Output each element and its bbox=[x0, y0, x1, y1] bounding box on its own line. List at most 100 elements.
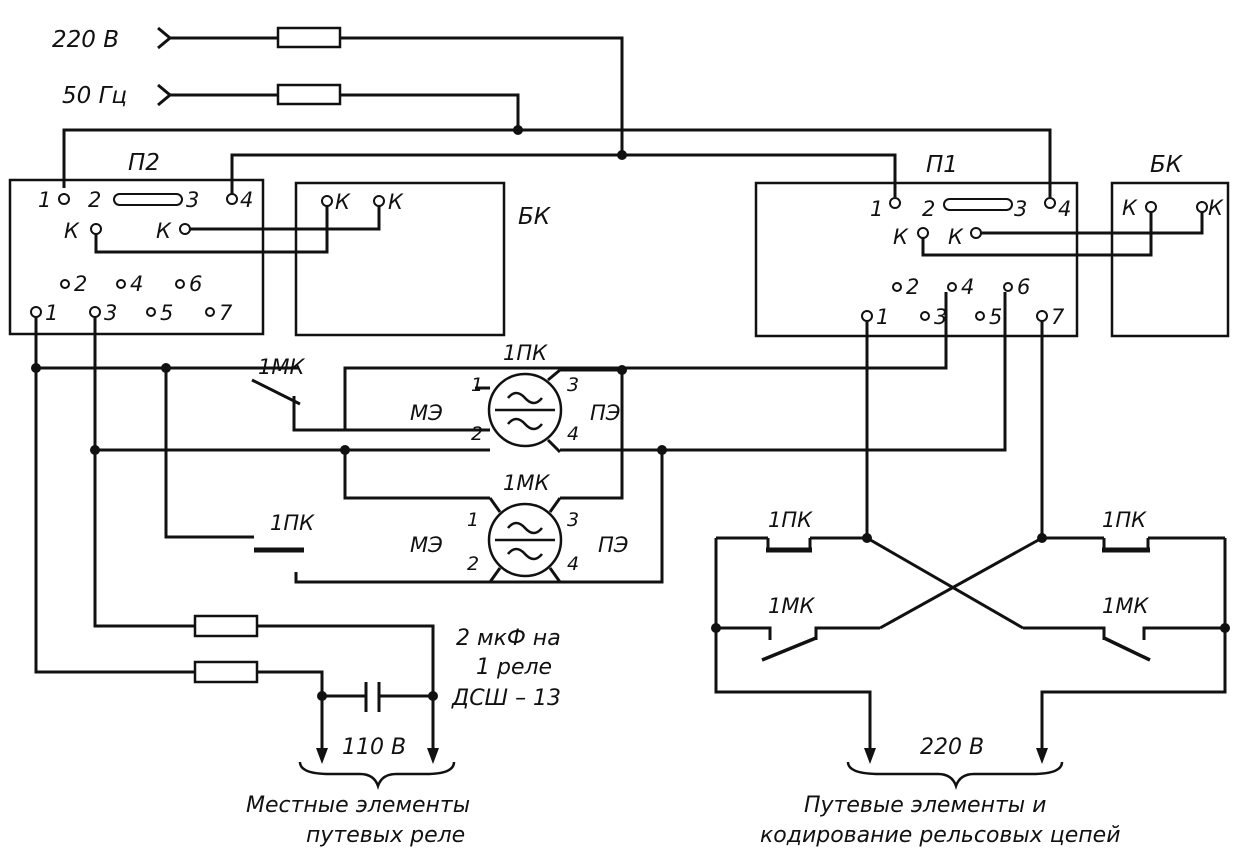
bus-a bbox=[62, 128, 1052, 197]
junction bbox=[617, 365, 627, 375]
block-p1: П1 1 2 3 4 К К 2 4 6 1 3 5 7 bbox=[754, 152, 1079, 338]
terminal-label: 2 bbox=[906, 275, 919, 299]
terminal bbox=[975, 311, 985, 321]
terminal bbox=[373, 195, 385, 207]
wire-right-outer bbox=[1040, 538, 1227, 756]
terminal bbox=[226, 193, 238, 205]
local-supply: 2 мкФ на 1 реле ДСШ – 13 110 В Местные э… bbox=[193, 614, 561, 848]
fuse-local-2 bbox=[193, 660, 259, 684]
track-caption-line1: Путевые элементы и bbox=[804, 793, 1046, 818]
junction bbox=[617, 150, 627, 160]
junction bbox=[340, 445, 350, 455]
terminal-label: 1 bbox=[45, 301, 58, 325]
terminal bbox=[970, 227, 982, 239]
wire-1mk-to-p1-4 bbox=[292, 292, 948, 432]
terminal bbox=[30, 306, 42, 318]
contact-1mk-right-blade bbox=[1103, 636, 1151, 662]
bus-b bbox=[230, 153, 897, 197]
ac-symbol bbox=[507, 521, 543, 535]
junction bbox=[1220, 623, 1230, 633]
contact-1mk-label: 1МК bbox=[1102, 594, 1149, 618]
coil-terminal-label: 3 bbox=[567, 509, 579, 531]
terminal bbox=[146, 307, 156, 317]
jumper-link bbox=[943, 198, 1013, 211]
relay-1mk: 1МК 1 2 3 4 МЭ ПЭ bbox=[410, 471, 629, 583]
wire-pe-link bbox=[560, 368, 624, 500]
wire-50hz bbox=[170, 93, 520, 130]
capacitor-note-line1: 2 мкФ на bbox=[456, 626, 561, 651]
coil-terminal-label: 2 bbox=[471, 423, 483, 445]
relay-leads-left bbox=[475, 386, 490, 432]
terminal bbox=[90, 223, 102, 235]
coil-terminal-label: 2 bbox=[467, 553, 479, 575]
terminal-label: К bbox=[156, 219, 172, 243]
relay-1mk-label: 1МК bbox=[503, 471, 550, 495]
terminal-label: 3 bbox=[1014, 197, 1027, 221]
wire-to-p1-6 bbox=[560, 292, 1007, 452]
block-bk-left-label: БК bbox=[518, 204, 552, 230]
fuse-top-1 bbox=[276, 26, 342, 49]
block-bk-left: БК К К bbox=[94, 181, 552, 337]
terminal-label: 4 bbox=[240, 188, 253, 212]
main-wiring bbox=[31, 292, 1007, 674]
wire-k-loop-inner bbox=[190, 206, 381, 231]
terminal bbox=[1196, 201, 1208, 213]
brace bbox=[846, 761, 1064, 790]
arrow-down-icon bbox=[427, 748, 439, 764]
block-p2: П2 1 2 3 4 К К 2 4 6 1 3 5 7 bbox=[8, 150, 265, 336]
input-50hz-label: 50 Гц bbox=[62, 83, 127, 109]
relay-1pk-label: 1ПК bbox=[503, 341, 548, 365]
junction bbox=[862, 533, 872, 543]
ac-symbol bbox=[507, 391, 543, 405]
arrow-down-icon bbox=[316, 748, 328, 764]
wire-p2-1 bbox=[34, 317, 195, 674]
terminal bbox=[861, 310, 873, 322]
junction bbox=[711, 623, 721, 633]
contact-1pk-label: 1ПК bbox=[768, 508, 813, 532]
junction bbox=[657, 445, 667, 455]
terminal bbox=[205, 307, 215, 317]
input-arrow-2 bbox=[157, 83, 173, 107]
wire-1pk-contact-lower bbox=[294, 450, 664, 584]
junction bbox=[31, 363, 41, 373]
input-feed: 220 В 50 Гц bbox=[52, 26, 1052, 197]
terminal bbox=[1044, 197, 1056, 209]
block-p1-label: П1 bbox=[926, 152, 958, 178]
terminal-label: 1 bbox=[870, 197, 883, 221]
relay-me-label: МЭ bbox=[410, 401, 443, 425]
track-supply: 1ПК 1ПК 1МК 1МК 220 В Путевые элементы и… bbox=[711, 321, 1230, 848]
terminal-label: К bbox=[1122, 196, 1138, 220]
coil-terminal-label: 4 bbox=[567, 423, 579, 445]
junction bbox=[317, 691, 327, 701]
terminal-label: К bbox=[388, 190, 404, 214]
block-bk-right: БК К К bbox=[921, 152, 1230, 338]
contact-1mk-left-blade bbox=[761, 636, 817, 662]
relay-leads-right bbox=[548, 497, 562, 583]
terminal bbox=[1003, 282, 1013, 292]
terminal-label: 2 bbox=[922, 197, 935, 221]
junction bbox=[428, 691, 438, 701]
wire-left-outer bbox=[714, 538, 872, 756]
contact-1mk-blade bbox=[251, 378, 301, 406]
block-p2-frame bbox=[8, 178, 265, 336]
block-bk-right-label: БК bbox=[1150, 152, 1184, 178]
local-caption-line1: Местные элементы bbox=[246, 793, 470, 818]
coil-terminal-label: 1 bbox=[471, 374, 483, 396]
contact-1mk-label: 1МК bbox=[768, 594, 815, 618]
junction bbox=[1037, 533, 1047, 543]
relay-pe-label: ПЭ bbox=[598, 533, 629, 557]
relay-1pk: 1ПК 1 2 3 4 МЭ ПЭ bbox=[410, 341, 621, 454]
terminal-label: К bbox=[948, 225, 964, 249]
local-voltage-label: 110 В bbox=[342, 735, 406, 760]
brace bbox=[298, 761, 456, 790]
wire-k-loop-inner-right bbox=[981, 212, 1204, 235]
terminal bbox=[60, 279, 70, 289]
terminal-label: 5 bbox=[160, 301, 173, 325]
terminal-label: 3 bbox=[104, 301, 117, 325]
terminal-label: 4 bbox=[1058, 197, 1071, 221]
wire-cross bbox=[866, 536, 1043, 630]
terminal-label: 7 bbox=[1051, 305, 1065, 329]
terminal-label: К bbox=[893, 225, 909, 249]
terminal-label: К bbox=[64, 219, 80, 243]
terminal-label: 4 bbox=[130, 272, 143, 296]
